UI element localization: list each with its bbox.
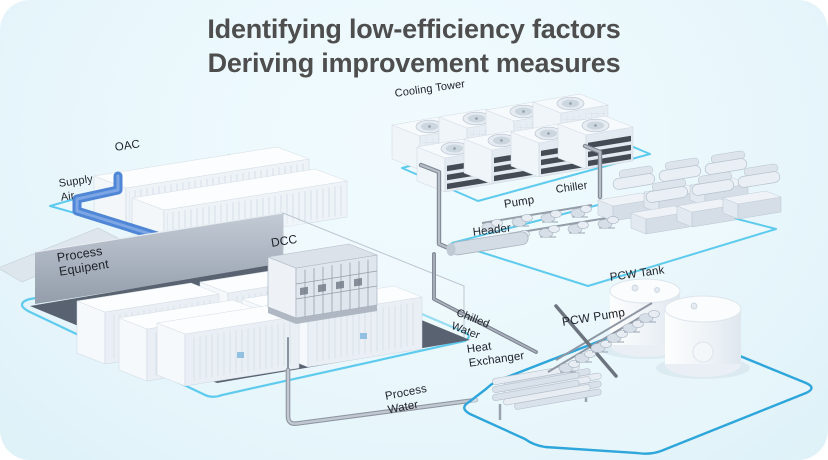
supply-air-duct [72,171,213,257]
pipe-cooling-to-chiller [418,143,603,253]
pcw-tanks [601,278,750,379]
title-line-1: Identifying low-efficiency factors [207,14,621,44]
pcw-pumps [547,302,660,378]
slide-title: Identifying low-efficiency factors Deriv… [0,12,828,80]
dcc-rack [266,243,379,324]
title-line-2: Deriving improvement measures [207,48,621,79]
cooling-tower-units [391,93,634,193]
fab-wall [35,213,283,304]
pipe-chilled-water [432,252,538,354]
fab-room [20,212,470,398]
label-supply-air: Supply Air [58,173,94,204]
chiller-plant [446,150,782,256]
pipe-process-water [285,337,479,427]
pcw-area [463,278,813,455]
heat-exchanger-unit [492,363,602,420]
pcw-tank-2 [664,295,742,377]
header-cylinder [446,231,529,256]
